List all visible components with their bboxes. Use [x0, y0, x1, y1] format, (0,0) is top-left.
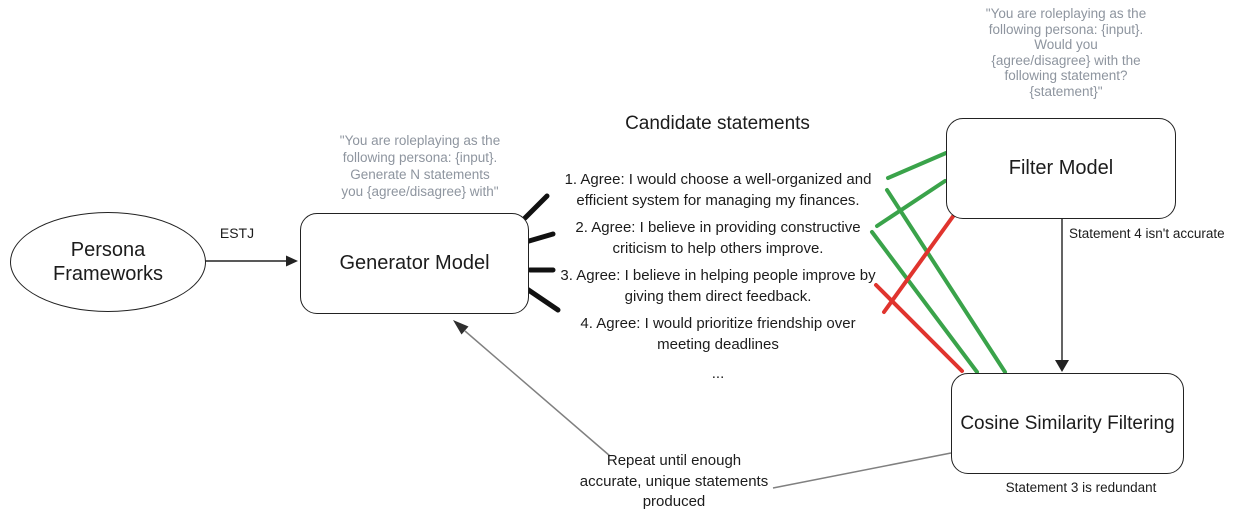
generator-model-label: Generator Model	[339, 252, 490, 274]
generator-prompt-line: you {agree/disagree} with"	[341, 184, 499, 199]
node-persona-frameworks: Persona Frameworks	[10, 212, 206, 312]
filter-prompt-line: {statement}"	[1029, 83, 1103, 99]
arrowhead-filter-cosine-icon	[1055, 360, 1069, 372]
generator-prompt-line: following persona: {input}.	[342, 150, 498, 165]
node-cosine-similarity-filtering: Cosine Similarity Filtering	[951, 373, 1184, 474]
generator-prompt-line: "You are roleplaying as the	[339, 133, 501, 148]
estj-edge-label: ESTJ	[219, 225, 255, 241]
filter-prompt-line: {agree/disagree} with the	[991, 52, 1141, 68]
repeat-loop-note: Repeat until enough accurate, unique sta…	[579, 452, 769, 510]
filter-verdict-note: Statement 4 isn't accurate	[1069, 226, 1225, 241]
edge-statement3-cosine-reject	[874, 283, 964, 373]
filter-prompt: "You are roleplaying as the following pe…	[952, 6, 1180, 99]
statement-4: 4. Agree: I would prioritize friendship …	[580, 315, 856, 353]
statement-3: 3. Agree: I believe in helping people im…	[560, 267, 876, 305]
filter-model-label: Filter Model	[1008, 157, 1114, 179]
cosine-similarity-label: Cosine Similarity Filtering	[960, 412, 1175, 434]
edge-statement1-filter-accept	[886, 151, 948, 180]
statement-1: 1. Agree: I would choose a well-organize…	[564, 171, 872, 209]
edge-cosine-repeat-note	[772, 452, 952, 489]
arrowhead-persona-generator-icon	[286, 255, 298, 267]
generator-prompt-line: Generate N statements	[350, 167, 490, 182]
statements-ellipsis: ...	[711, 365, 725, 382]
persona-frameworks-label: Persona Frameworks	[52, 239, 163, 285]
node-filter-model: Filter Model	[946, 118, 1176, 219]
filter-prompt-line: following persona: {input}.	[988, 21, 1144, 37]
edge-filter-statement4-reject	[882, 213, 956, 314]
filter-prompt-line: Would you	[1034, 37, 1098, 52]
filter-prompt-line: following statement?	[1004, 68, 1128, 83]
cosine-verdict-note: Statement 3 is redundant	[1005, 480, 1157, 495]
candidate-statements-list: 1. Agree: I would choose a well-organize…	[548, 169, 888, 384]
fan-stub-statement-1	[522, 193, 550, 221]
candidate-statements-title: Candidate statements	[625, 113, 810, 134]
node-generator-model: Generator Model	[300, 213, 529, 314]
filter-prompt-line: "You are roleplaying as the	[985, 6, 1147, 21]
statement-2: 2. Agree: I believe in providing constru…	[575, 219, 861, 257]
generator-prompt: "You are roleplaying as the following pe…	[330, 132, 510, 200]
arrowhead-repeat-generator-icon	[453, 320, 469, 335]
